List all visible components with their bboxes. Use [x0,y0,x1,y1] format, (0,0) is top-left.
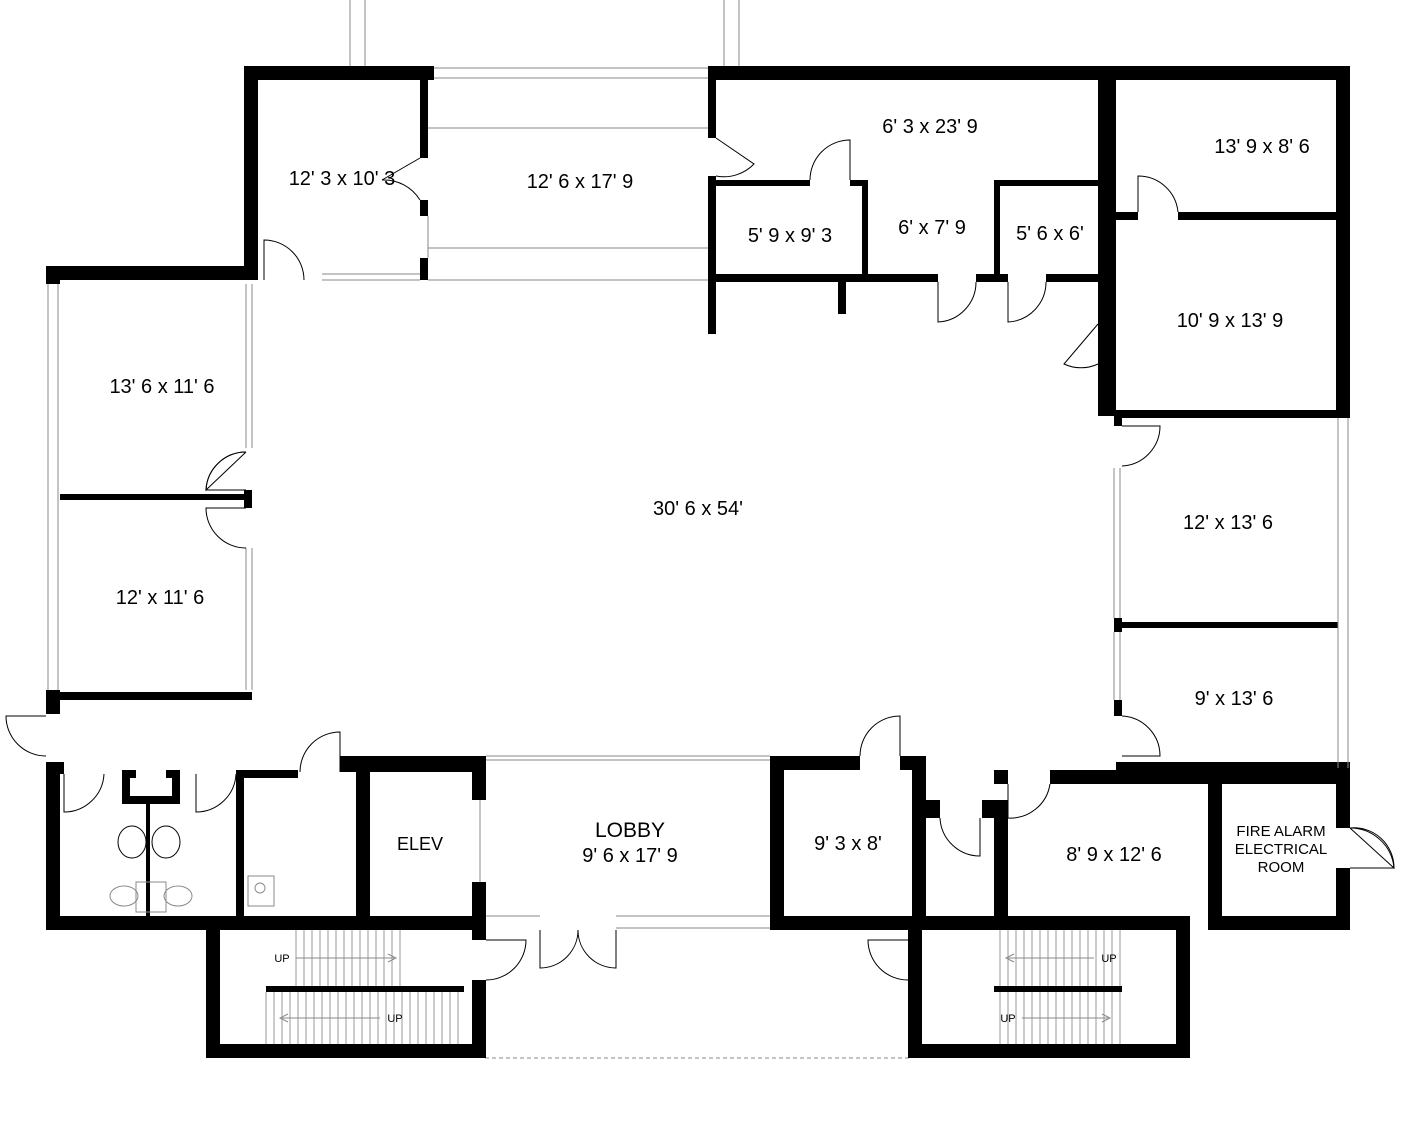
room-label: ELEV [397,834,443,854]
room-label: 30' 6 x 54' [653,498,743,520]
room-label: 12' x 11' 6 [116,587,204,609]
stair-up-label: UP [1000,1013,1015,1025]
room-label: ROOM [1258,859,1305,876]
room-label: FIRE ALARM [1236,823,1325,840]
stair-labels: UP UP UP UP [274,953,1116,1025]
walls [46,66,1350,1058]
room-label: 10' 9 x 13' 9 [1177,310,1284,332]
room-label: 5' 9 x 9' 3 [748,225,832,247]
windows [47,67,1349,929]
restroom-fixtures [109,825,275,913]
room-label: 5' 6 x 6' [1016,223,1084,245]
stair-up-label: UP [1101,953,1116,965]
room-labels: 12' 3 x 10' 3 12' 6 x 17' 9 6' 3 x 23' 9… [109,116,1327,876]
room-label: ELECTRICAL [1235,841,1328,858]
stair-up-label: UP [387,1013,402,1025]
room-label: 13' 6 x 11' 6 [109,376,214,398]
room-label: 12' x 13' 6 [1183,512,1273,534]
stair-up-label: UP [274,953,289,965]
room-label: 9' x 13' 6 [1195,688,1274,710]
room-label: 12' 3 x 10' 3 [289,168,396,190]
room-label: 9' 3 x 8' [814,833,882,855]
room-label: 12' 6 x 17' 9 [527,171,634,193]
room-label: 8' 9 x 12' 6 [1066,844,1161,866]
doors [5,137,1395,981]
room-label: LOBBY [595,819,665,842]
room-label: 13' 9 x 8' 6 [1214,136,1309,158]
exterior-guides [349,0,912,1059]
room-label: 6' 3 x 23' 9 [882,116,977,138]
room-label: 9' 6 x 17' 9 [582,845,677,867]
room-label: 6' x 7' 9 [898,217,966,239]
